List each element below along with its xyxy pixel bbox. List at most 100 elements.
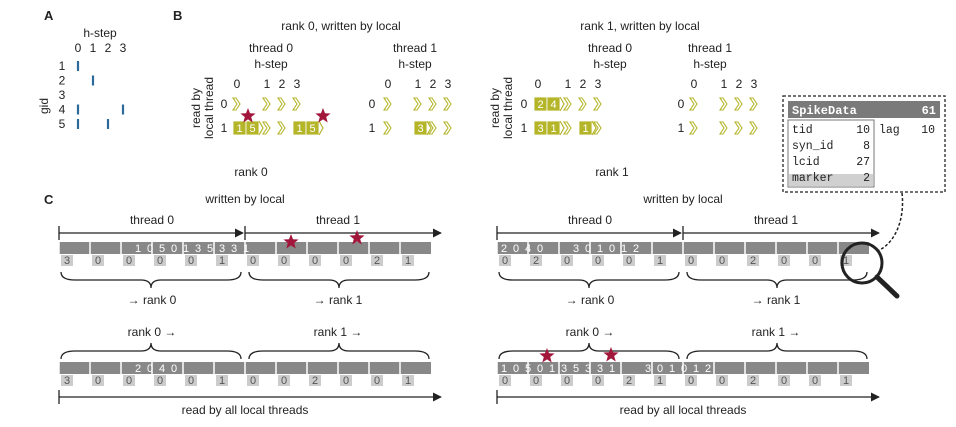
panel-c-lower-cell <box>716 255 728 266</box>
panel-c-upper-digit: 0 <box>171 363 177 375</box>
panel-c-lower-cell <box>309 255 321 266</box>
panel-b-row-label: 0 <box>678 97 685 111</box>
panel-c-lower-digit: 1 <box>657 255 663 267</box>
panel-c-lower-digit: 0 <box>312 255 318 267</box>
r1-t0-sub: h-step <box>593 57 627 71</box>
panel-c-lower-digit: 0 <box>688 375 694 387</box>
spikedata-marker-bg <box>789 174 873 186</box>
panel-c-lower-cell <box>123 255 135 266</box>
panel-c-upper-digit: 1 <box>693 363 699 375</box>
panel-c-lower-digit: 0 <box>564 375 570 387</box>
panel-b-empty-chevron <box>748 97 758 111</box>
spikedata-field-name: tid <box>792 124 813 137</box>
panel-b-col-label: 1 <box>264 77 271 91</box>
panel-b-ylabel-1: read by <box>189 88 203 128</box>
panel-c-lower-digit: 2 <box>312 375 318 387</box>
panel-a-col-label: 0 <box>75 41 82 55</box>
panel-b-empty-chevron <box>733 97 743 111</box>
panel-b-star <box>240 108 256 123</box>
spikedata-value: 61 <box>922 104 936 118</box>
panel-c-lower-cell <box>340 255 352 266</box>
panel-c-lower-digit: 0 <box>533 375 539 387</box>
panel-c-lower-digit: 0 <box>343 375 349 387</box>
panel-c-lower-cell <box>809 255 821 266</box>
panel-b-cell <box>578 120 593 136</box>
panel-c-upper-digit: 3 <box>231 243 237 255</box>
panel-b-cell-value: 3 <box>537 123 543 135</box>
panel-c-lower-digit: 1 <box>219 255 225 267</box>
panel-c-upper-digit: 1 <box>597 243 603 255</box>
magnifier-link <box>874 192 904 253</box>
panel-c-upper-digit: 0 <box>537 363 543 375</box>
panel-b-empty-chevron <box>427 121 437 135</box>
panel-a-row-label: 2 <box>59 74 66 88</box>
panel-c-upper-digit: 3 <box>597 363 603 375</box>
panel-c-brace <box>248 271 430 289</box>
panel-c-lower-digit: 1 <box>219 375 225 387</box>
panel-b-col-label: 0 <box>385 77 392 91</box>
panel-b-row-label: 1 <box>678 121 685 135</box>
panel-c-read-label: read by all local threads <box>620 403 747 417</box>
panel-b-col-label: 2 <box>279 77 286 91</box>
panel-c-lower-cell <box>623 375 635 386</box>
panel-c-lower-digit: 3 <box>64 255 70 267</box>
panel-c-upper-digit: 1 <box>549 363 555 375</box>
panel-b-empty-chevron <box>382 97 392 111</box>
panel-c-lower-digit: 0 <box>343 255 349 267</box>
panel-c-lower-digit: 0 <box>188 255 194 267</box>
spikedata-field-value: 10 <box>856 124 870 137</box>
panel-c-lower-digit: 0 <box>626 255 632 267</box>
panel-b-empty-chevron <box>562 97 572 111</box>
panel-c-upper-digit: 0 <box>147 363 153 375</box>
panel-c-upper-digit: 2 <box>633 243 639 255</box>
panel-c-brace <box>248 342 430 360</box>
panel-c-lower-cell <box>278 255 290 266</box>
spikedata-title: SpikeData <box>792 104 857 118</box>
panel-a-row-label: 1 <box>59 59 66 73</box>
spikedata-lag-value: 10 <box>921 124 935 137</box>
panel-c-upper-digit: 5 <box>525 363 531 375</box>
panel-c-lower-cell <box>402 375 414 386</box>
panel-b-empty-chevron <box>688 97 698 111</box>
panel-c-to-rank: → rank 0 <box>566 293 615 307</box>
panel-c-to-rank: → rank 1 <box>314 293 363 307</box>
panel-c-lower-cell <box>154 255 166 266</box>
panel-b-empty-chevron <box>688 121 698 135</box>
panel-c-thread-label: thread 0 <box>568 213 612 227</box>
panel-b-col-label: 0 <box>234 77 241 91</box>
panel-c-from-rank: rank 1 → <box>314 325 363 339</box>
panel-c-lower-digit: 0 <box>781 375 787 387</box>
panel-a-col-label: 2 <box>105 41 112 55</box>
panel-c-lower-cell <box>685 255 697 266</box>
panel-b: read by local thread read by local threa… <box>189 19 758 179</box>
panel-c-lower-digit: 1 <box>843 375 849 387</box>
panel-b-cell <box>546 120 561 136</box>
panel-a-row-label: 5 <box>59 117 66 131</box>
panel-c-lower-cell <box>654 255 666 266</box>
panel-c-upper-digit: 0 <box>171 243 177 255</box>
panel-c-lower-digit: 0 <box>188 375 194 387</box>
panel-c-star <box>283 234 299 249</box>
panel-b-col-label: 0 <box>691 77 698 91</box>
panel-c-upper-digit: 3 <box>585 363 591 375</box>
panel-b-col-label: 3 <box>595 77 602 91</box>
panel-c-upper-digit: 3 <box>195 243 201 255</box>
panel-c-lower-digit: 0 <box>126 375 132 387</box>
panel-a-title: h-step <box>83 26 117 40</box>
panel-c-lower-cell <box>716 375 728 386</box>
panel-b-empty-chevron <box>442 97 452 111</box>
panel-c-thread-label: thread 1 <box>316 213 360 227</box>
spikedata-field-name: lcid <box>792 156 820 169</box>
spikedata-field-name: marker <box>792 172 833 185</box>
panel-c-lower-digit: 0 <box>719 255 725 267</box>
rank1-caption: rank 1 <box>595 165 629 179</box>
panel-b-empty-chevron <box>261 97 271 111</box>
panel-b-cell-value: 1 <box>582 123 588 135</box>
r1-t1-sub: h-step <box>693 57 727 71</box>
panel-c-lower-digit: 0 <box>281 255 287 267</box>
rank0-title: rank 0, written by local <box>281 19 400 33</box>
panel-a-col-label: 1 <box>90 41 97 55</box>
panel-c-upper-digit: 0 <box>513 363 519 375</box>
panel-b-col-label: 2 <box>736 77 743 91</box>
